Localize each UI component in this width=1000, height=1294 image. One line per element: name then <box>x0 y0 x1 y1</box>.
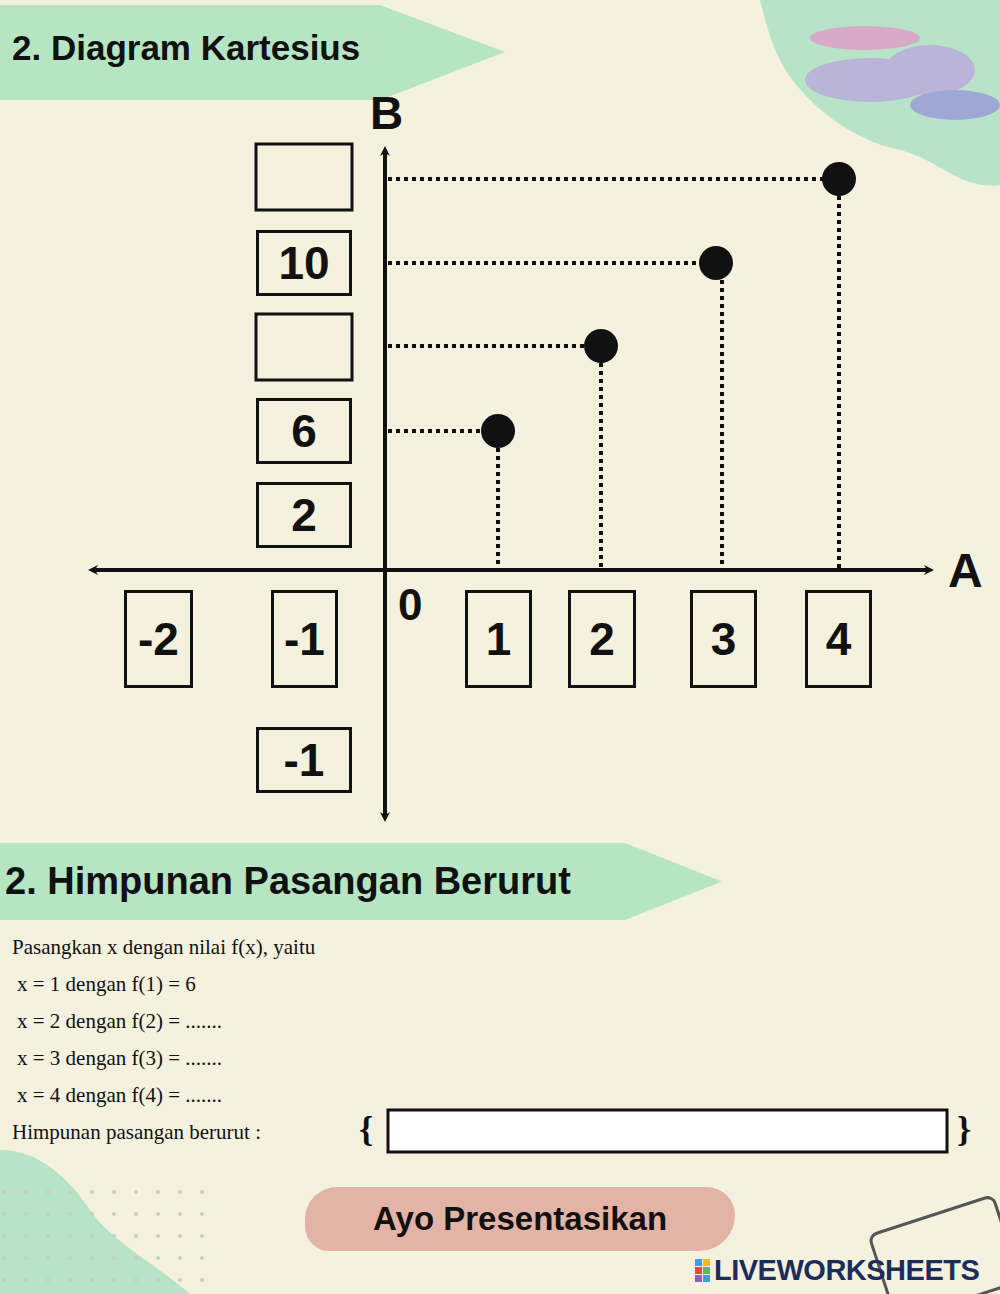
value-box: 2 <box>256 482 352 548</box>
empty-answer-box <box>256 314 352 380</box>
watermark: LIVEWORKSHEETS <box>714 1254 979 1287</box>
plot-points <box>481 162 856 448</box>
pair-line: x = 1 dengan f(1) = 6 <box>17 972 196 997</box>
title-banner <box>0 5 505 100</box>
axis-name: B <box>370 86 403 140</box>
axis-value: -1 <box>284 612 325 666</box>
value-box: -2 <box>124 590 193 688</box>
origin-label: 0 <box>398 580 422 630</box>
value-box: 3 <box>690 590 757 688</box>
axis-value: 10 <box>278 236 329 290</box>
value-box: 6 <box>256 398 352 464</box>
value-box: 2 <box>568 590 636 688</box>
instruction-text: Pasangkan x dengan nilai f(x), yaitu <box>12 935 315 960</box>
section-banner: 2. Himpunan Pasangan Berurut <box>0 843 722 920</box>
axis-name: A <box>948 543 983 598</box>
axis-value: -1 <box>284 733 325 787</box>
axes <box>92 150 930 818</box>
axis-value: 2 <box>589 612 615 666</box>
brace: } <box>957 1108 971 1150</box>
pair-line: x = 4 dengan f(4) = ....... <box>17 1083 222 1108</box>
section-heading: 2. Himpunan Pasangan Berurut <box>5 860 571 903</box>
dot-texture <box>0 1180 215 1294</box>
value-box: -1 <box>256 727 352 793</box>
corner-blob <box>760 0 1000 186</box>
axis-value: -2 <box>138 612 179 666</box>
axis-value: 1 <box>486 612 512 666</box>
answer-prompt: Himpunan pasangan berurut : <box>12 1120 261 1145</box>
banner-fill <box>0 843 722 920</box>
guide-lines <box>388 179 839 568</box>
clouds <box>805 26 1000 120</box>
axis-value: 3 <box>711 612 737 666</box>
answer-field <box>388 1110 947 1152</box>
button-label: Ayo Presentasikan <box>373 1200 667 1238</box>
watermark-logo <box>695 1259 710 1282</box>
brace: { <box>359 1108 373 1150</box>
axis-value: 6 <box>291 404 317 458</box>
axis-value: 4 <box>826 612 852 666</box>
value-box: 10 <box>256 230 352 296</box>
title-text: 2. Diagram Kartesius <box>12 28 360 68</box>
pair-line: x = 3 dengan f(3) = ....... <box>17 1046 222 1071</box>
empty-answer-box <box>256 144 352 210</box>
value-box: 4 <box>805 590 872 688</box>
value-box: 1 <box>465 590 532 688</box>
axis-value: 2 <box>291 488 317 542</box>
value-box: -1 <box>271 590 338 688</box>
action-pill: Ayo Presentasikan <box>305 1187 735 1251</box>
pair-line: x = 2 dengan f(2) = ....... <box>17 1009 222 1034</box>
